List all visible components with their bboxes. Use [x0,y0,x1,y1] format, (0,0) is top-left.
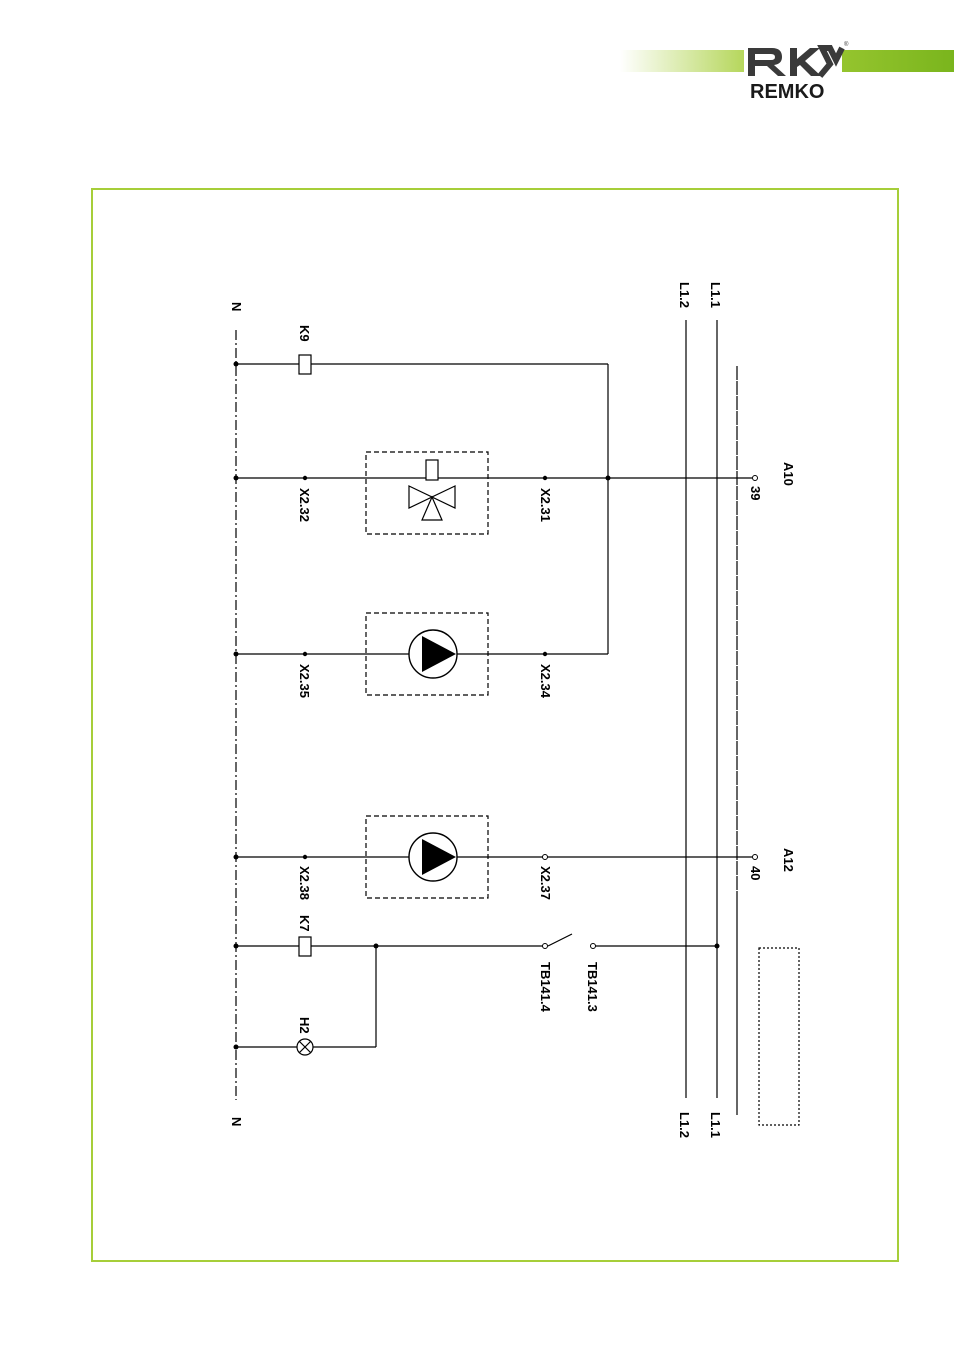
label-n-bottom: N [229,1117,244,1126]
label-tb1413: TB141.3 [585,962,600,1012]
label-39: 39 [748,486,763,500]
svg-text:®: ® [844,41,849,48]
h2-lamp-icon [296,1038,314,1056]
label-k7: K7 [297,915,312,932]
label-l11-top: L1.1 [708,282,723,308]
k9-relay-coil [298,354,312,375]
three-way-valve-icon [408,459,456,521]
open-terminals [542,475,758,949]
remko-logo-icon: ® REMKO [744,41,849,102]
label-h2: H2 [297,1017,312,1034]
label-n-top: N [229,302,244,311]
label-l11-bottom: L1.1 [708,1112,723,1138]
label-tb1414: TB141.4 [538,962,553,1013]
pump1-box [365,612,489,696]
label-x231: X2.31 [538,488,553,522]
label-x232: X2.32 [297,488,312,522]
diagram-frame [91,188,899,1262]
label-x238: X2.38 [297,866,312,900]
tb141-switch [547,933,573,947]
dotted-box [758,947,800,1126]
label-k9: K9 [297,325,312,342]
label-a12: A12 [781,848,796,872]
label-x234: X2.34 [538,664,553,699]
label-l12-top: L1.2 [677,282,692,308]
valve-box [365,451,489,535]
k7-relay-coil [298,936,312,957]
brand-text: REMKO [750,81,824,102]
label-l12-bottom: L1.2 [677,1112,692,1138]
label-x237: X2.37 [538,866,553,900]
pump2-box [365,815,489,899]
label-x235: X2.35 [297,664,312,698]
label-40: 40 [748,866,763,880]
label-a10: A10 [781,462,796,486]
pump2-icon [408,832,458,882]
junction-dots [233,361,720,1050]
pump1-icon [408,629,458,679]
